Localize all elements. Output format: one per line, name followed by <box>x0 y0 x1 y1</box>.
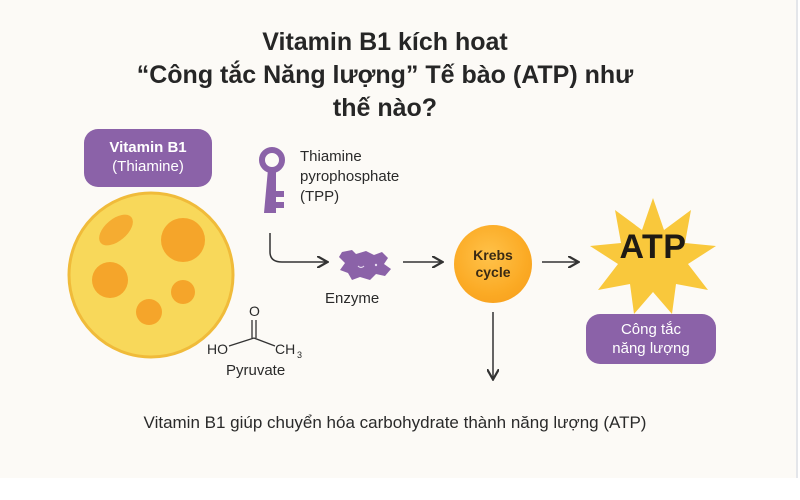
footer-caption: Vitamin B1 giúp chuyển hóa carbohydrate … <box>0 413 800 433</box>
tpp-line-2: pyrophosphate <box>300 168 400 185</box>
diagram-title: Vitamin B1 kích hoat “Công tắc Năng lượn… <box>0 26 800 125</box>
tpp-line-1: Thiamine <box>300 148 362 165</box>
diagram-canvas: Vitamin B1 kích hoat “Công tắc Năng lượn… <box>0 0 800 478</box>
krebs-cycle-node: Krebs cycle <box>454 225 532 303</box>
vitamin-subname: (Thiamine) <box>112 158 184 175</box>
starburst-icon <box>590 198 716 314</box>
enzyme-label: Enzyme <box>325 290 380 307</box>
enzyme-icon <box>339 250 391 280</box>
tpp-label: Thiamine pyrophosphate (TPP) <box>300 147 399 207</box>
krebs-line-1: Krebs <box>473 247 513 263</box>
krebs-line-2: cycle <box>475 264 511 280</box>
footer-text: Vitamin B1 giúp chuyển hóa carbohydrate … <box>143 413 647 432</box>
vitamin-name: Vitamin B1 <box>109 139 187 156</box>
oxygen-atom: O <box>249 303 260 319</box>
vitamin-b1-label: Vitamin B1 (Thiamine) <box>84 129 212 187</box>
key-icon <box>259 147 285 213</box>
methyl-subscript: 3 <box>297 350 302 360</box>
hydroxyl-group: HO <box>207 341 228 357</box>
pyruvate-structure: O HO CH 3 <box>207 303 302 360</box>
title-line-2: “Công tắc Năng lượng” Tế bào (ATP) như <box>136 61 634 89</box>
cell-icon <box>67 191 235 359</box>
pyruvate-label: Pyruvate <box>226 362 286 379</box>
energy-switch-label: Công tắc năng lượng <box>586 314 716 364</box>
switch-line-2: năng lượng <box>612 340 690 357</box>
title-line-1: Vitamin B1 kích hoat <box>262 28 508 56</box>
switch-line-1: Công tắc <box>620 321 682 338</box>
title-line-3: thế nào? <box>332 94 438 122</box>
methyl-group: CH <box>275 341 295 357</box>
atp-label: ATP <box>619 228 687 266</box>
tpp-line-3: (TPP) <box>300 188 340 205</box>
